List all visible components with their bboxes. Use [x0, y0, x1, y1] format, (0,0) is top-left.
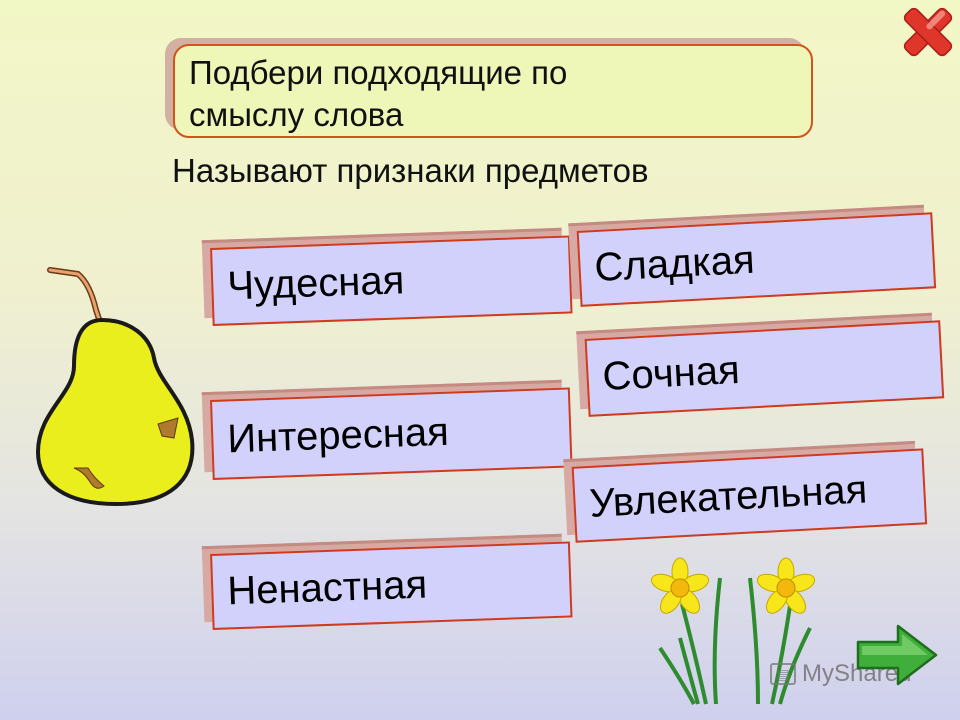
next-button[interactable]	[852, 620, 942, 695]
word-card-label: Интересная	[226, 409, 450, 461]
word-card-sladkaya[interactable]: Сладкая	[568, 204, 937, 307]
next-arrow-icon	[856, 624, 938, 686]
word-card-face[interactable]: Чудесная	[210, 235, 573, 326]
subtitle: Называют признаки предметов	[172, 152, 649, 189]
daffodil-illustration	[640, 548, 840, 713]
word-card-chudesnaya[interactable]: Чудесная	[201, 227, 573, 326]
word-card-label: Увлекательная	[588, 466, 869, 526]
close-button[interactable]	[898, 2, 958, 67]
word-card-label: Сладкая	[593, 237, 756, 290]
close-x-icon	[903, 7, 953, 57]
presentation-icon: ▤	[770, 663, 796, 685]
instruction-line-1: Подбери подходящие по	[189, 54, 568, 91]
word-card-face[interactable]: Интересная	[209, 387, 573, 480]
pear-illustration	[30, 262, 200, 517]
word-card-nenastnaya[interactable]: Ненастная	[201, 533, 573, 630]
word-card-interesnaya[interactable]: Интересная	[201, 379, 573, 480]
instruction-line-2: смыслу слова	[189, 96, 404, 133]
word-card-face[interactable]: Ненастная	[210, 541, 573, 630]
instruction-box: Подбери подходящие по смыслу слова	[173, 44, 813, 138]
word-card-label: Ненастная	[226, 561, 428, 613]
word-card-label: Сочная	[601, 347, 741, 399]
word-card-label: Чудесная	[226, 257, 405, 308]
word-card-uvlekatelnaya[interactable]: Увлекательная	[563, 440, 928, 543]
word-card-sochnaya[interactable]: Сочная	[576, 312, 945, 417]
